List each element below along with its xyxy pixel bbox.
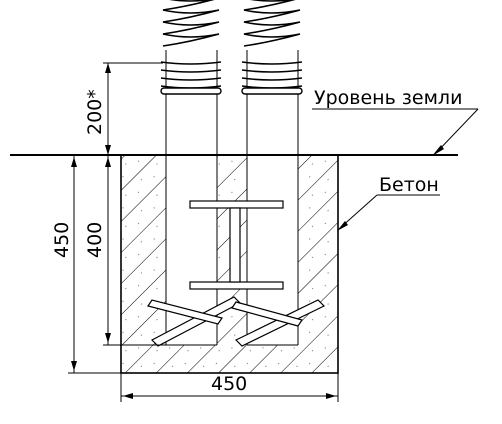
right-spring [241,0,303,95]
left-spring [160,0,222,95]
dimension-450-width [120,373,339,402]
ground-level-label: Уровень земли [314,87,462,109]
anchor-crossbars [189,200,284,290]
concrete-leader [337,194,440,231]
dimension-400-label: 400 [84,222,106,258]
dimension-450-depth-label: 450 [51,222,73,258]
anchor-rods [147,296,326,347]
dimension-200 [103,62,163,155]
dimension-400 [103,155,166,346]
dimension-200-label: 200* [84,89,106,135]
dimension-450-width-label: 450 [211,373,247,395]
dimension-450-depth [68,155,121,374]
concrete-label: Бетон [379,174,439,196]
ground-level-leader [312,108,479,156]
